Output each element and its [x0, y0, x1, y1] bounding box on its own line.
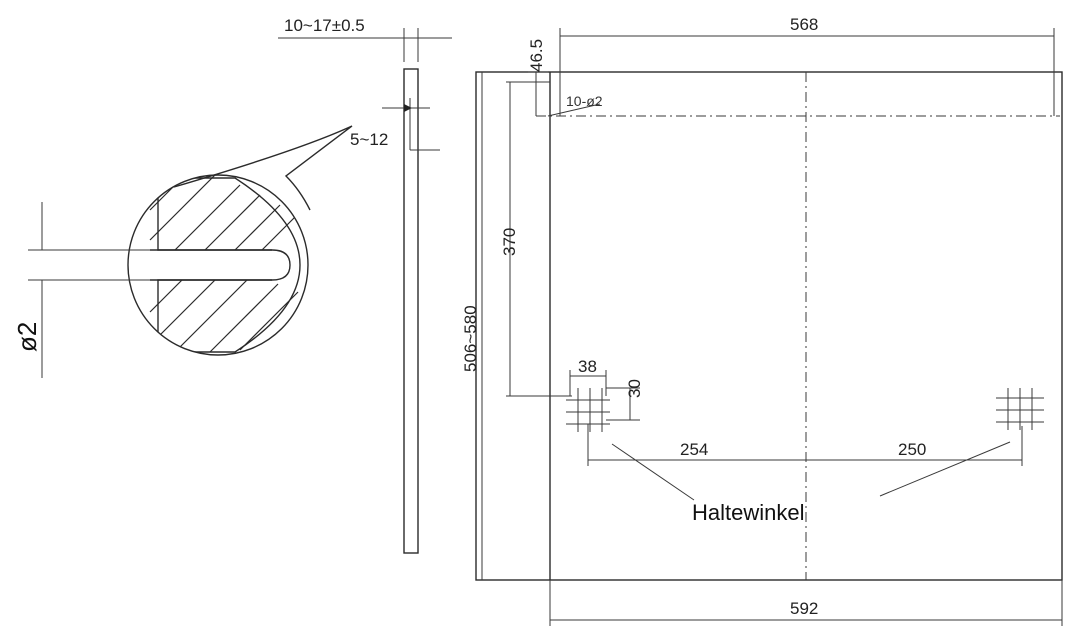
bracket-height-small-label: 30: [625, 379, 644, 398]
width-top-label: 568: [790, 15, 818, 34]
right-distance-label: 250: [898, 440, 926, 459]
panel-outline: [475, 71, 1063, 581]
left-bracket: [566, 388, 610, 432]
thickness-label: 10~17±0.5: [284, 16, 365, 35]
material-section: [157, 177, 301, 353]
bracket-width-label: 38: [578, 357, 597, 376]
hatch-lines: [149, 175, 299, 353]
top-offset-label: 46.5: [527, 39, 546, 72]
bracket-leader-left: [611, 443, 695, 501]
panel-edge-outline: [403, 68, 419, 554]
hole-count-label: 10-ø2: [566, 93, 603, 109]
right-bracket: [996, 388, 1044, 430]
hole-arrow: [404, 104, 412, 112]
height-range-label: 506~580: [461, 305, 480, 372]
width-bottom-label: 592: [790, 599, 818, 618]
detail-callout-wedge: [173, 125, 353, 211]
bracket-leader-right: [879, 441, 1011, 497]
bracket-label: Haltewinkel: [692, 500, 805, 525]
left-distance-label: 254: [680, 440, 708, 459]
bracket-height-label: 370: [500, 228, 519, 256]
detail-view: ø2: [12, 125, 353, 378]
side-view: 10~17±0.5 5~12: [278, 16, 452, 554]
hole-leader: [547, 103, 601, 117]
hole-depth-label: 5~12: [350, 130, 388, 149]
detail-circle: [127, 174, 309, 356]
front-view: 568 46.5 10-ø2 370 506~580 38: [461, 15, 1063, 626]
hole-diameter-label: ø2: [12, 322, 42, 352]
